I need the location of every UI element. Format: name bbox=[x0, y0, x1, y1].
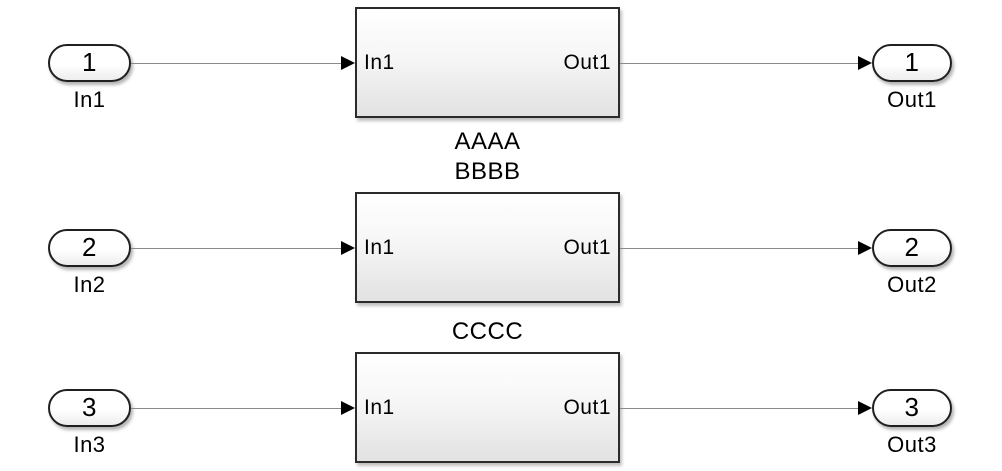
arrowhead-icon bbox=[858, 401, 872, 415]
block-name-3: CCCC bbox=[451, 318, 524, 345]
inport-oval-1[interactable]: 1 bbox=[48, 44, 131, 82]
outport-oval-3[interactable]: 3 bbox=[872, 389, 952, 427]
inport-number: 3 bbox=[82, 392, 97, 422]
outport-label: Out1 bbox=[887, 87, 937, 112]
output-wire[interactable] bbox=[620, 63, 858, 64]
subsystem-block-2[interactable]: In1 Out1 bbox=[355, 192, 620, 303]
block-outport-label: Out1 bbox=[563, 50, 611, 74]
inport-number: 2 bbox=[82, 232, 97, 262]
arrowhead-icon bbox=[858, 56, 872, 70]
arrowhead-icon bbox=[341, 56, 355, 70]
subsystem-block-1[interactable]: In1 Out1 bbox=[355, 7, 620, 118]
subsystem-block-3[interactable]: In1 Out1 bbox=[355, 352, 620, 463]
outport-oval-2[interactable]: 2 bbox=[872, 229, 952, 267]
outport-number: 3 bbox=[904, 392, 920, 422]
outport-label: Out3 bbox=[887, 432, 937, 457]
input-wire[interactable] bbox=[131, 248, 341, 249]
arrowhead-icon bbox=[341, 401, 355, 415]
input-wire[interactable] bbox=[131, 408, 341, 409]
inport-label: In1 bbox=[73, 87, 106, 112]
inport-label: In3 bbox=[73, 432, 106, 457]
inport-oval-3[interactable]: 3 bbox=[48, 389, 131, 427]
block-inport-label: In1 bbox=[364, 235, 395, 259]
output-wire[interactable] bbox=[620, 248, 858, 249]
block-outport-label: Out1 bbox=[563, 395, 611, 419]
inport-number: 1 bbox=[82, 47, 97, 77]
block-name-2: BBBB bbox=[454, 158, 521, 185]
inport-label: In2 bbox=[73, 272, 106, 297]
output-wire[interactable] bbox=[620, 408, 858, 409]
input-wire[interactable] bbox=[131, 63, 341, 64]
outport-number: 2 bbox=[904, 232, 920, 262]
outport-oval-1[interactable]: 1 bbox=[872, 44, 952, 82]
arrowhead-icon bbox=[341, 241, 355, 255]
block-inport-label: In1 bbox=[364, 395, 395, 419]
block-name-1: AAAA bbox=[454, 128, 521, 155]
outport-number: 1 bbox=[904, 47, 920, 77]
inport-oval-2[interactable]: 2 bbox=[48, 229, 131, 267]
block-outport-label: Out1 bbox=[563, 235, 611, 259]
block-inport-label: In1 bbox=[364, 50, 395, 74]
arrowhead-icon bbox=[858, 241, 872, 255]
outport-label: Out2 bbox=[887, 272, 937, 297]
